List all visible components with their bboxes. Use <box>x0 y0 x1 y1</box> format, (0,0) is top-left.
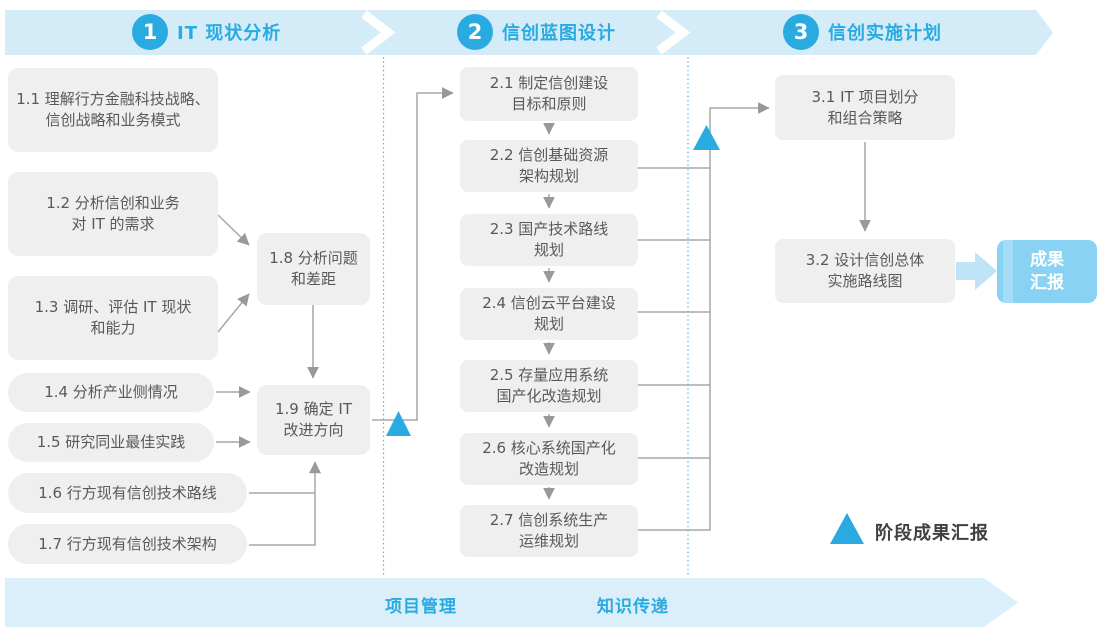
milestone-triangle-icon <box>386 411 411 436</box>
phase-2-header: 2 信创蓝图设计 <box>457 14 616 50</box>
phase-2-label: 信创蓝图设计 <box>502 23 616 44</box>
phase-2-number-badge: 2 <box>457 14 493 50</box>
node-2-7: 2.7 信创系统生产 运维规划 <box>460 505 638 557</box>
chevron-separator-icon <box>361 10 396 55</box>
footer-knowledge-transfer-label: 知识传递 <box>597 597 669 617</box>
node-1-7: 1.7 行方现有信创技术架构 <box>8 524 247 564</box>
node-2-1: 2.1 制定信创建设 目标和原则 <box>460 67 638 121</box>
phase-3-header: 3 信创实施计划 <box>783 14 942 50</box>
node-2-6: 2.6 核心系统国产化 改造规划 <box>460 433 638 485</box>
phase-3-number-badge: 3 <box>783 14 819 50</box>
milestone-triangle-icon <box>693 125 720 150</box>
node-1-1: 1.1 理解行方金融科技战略、 信创战略和业务模式 <box>8 68 218 152</box>
phase-1-label: IT 现状分析 <box>177 23 282 44</box>
phase-1-header: 1 IT 现状分析 <box>132 14 281 50</box>
legend-label: 阶段成果汇报 <box>875 523 989 544</box>
node-3-2: 3.2 设计信创总体 实施路线图 <box>775 239 955 303</box>
node-2-5: 2.5 存量应用系统 国产化改造规划 <box>460 360 638 412</box>
collector-connectors <box>638 102 871 531</box>
node-2-3: 2.3 国产技术路线 规划 <box>460 214 638 266</box>
footer-project-management-label: 项目管理 <box>385 597 457 617</box>
node-1-4: 1.4 分析产业侧情况 <box>8 373 214 412</box>
phase-3-label: 信创实施计划 <box>828 23 942 44</box>
legend-triangle-icon <box>830 513 864 544</box>
node-1-6: 1.6 行方现有信创技术路线 <box>8 473 247 513</box>
node-2-4: 2.4 信创云平台建设 规划 <box>460 288 638 340</box>
phase1-connectors <box>216 87 454 546</box>
node-1-3: 1.3 调研、评估 IT 现状 和能力 <box>8 276 218 360</box>
chevron-separator-icon <box>656 10 691 55</box>
fat-arrow-icon <box>956 252 997 290</box>
bottom-process-arrow-banner <box>5 578 1018 627</box>
node-1-8: 1.8 分析问题 和差距 <box>257 233 370 305</box>
node-2-2: 2.2 信创基础资源 架构规划 <box>460 140 638 192</box>
result-report-box: 成果 汇报 <box>997 240 1097 303</box>
node-3-1: 3.1 IT 项目划分 和组合策略 <box>775 75 955 140</box>
node-1-9: 1.9 确定 IT 改进方向 <box>257 385 370 455</box>
phase-1-number-badge: 1 <box>132 14 168 50</box>
node-1-5: 1.5 研究同业最佳实践 <box>8 423 214 462</box>
node-1-2: 1.2 分析信创和业务 对 IT 的需求 <box>8 172 218 256</box>
